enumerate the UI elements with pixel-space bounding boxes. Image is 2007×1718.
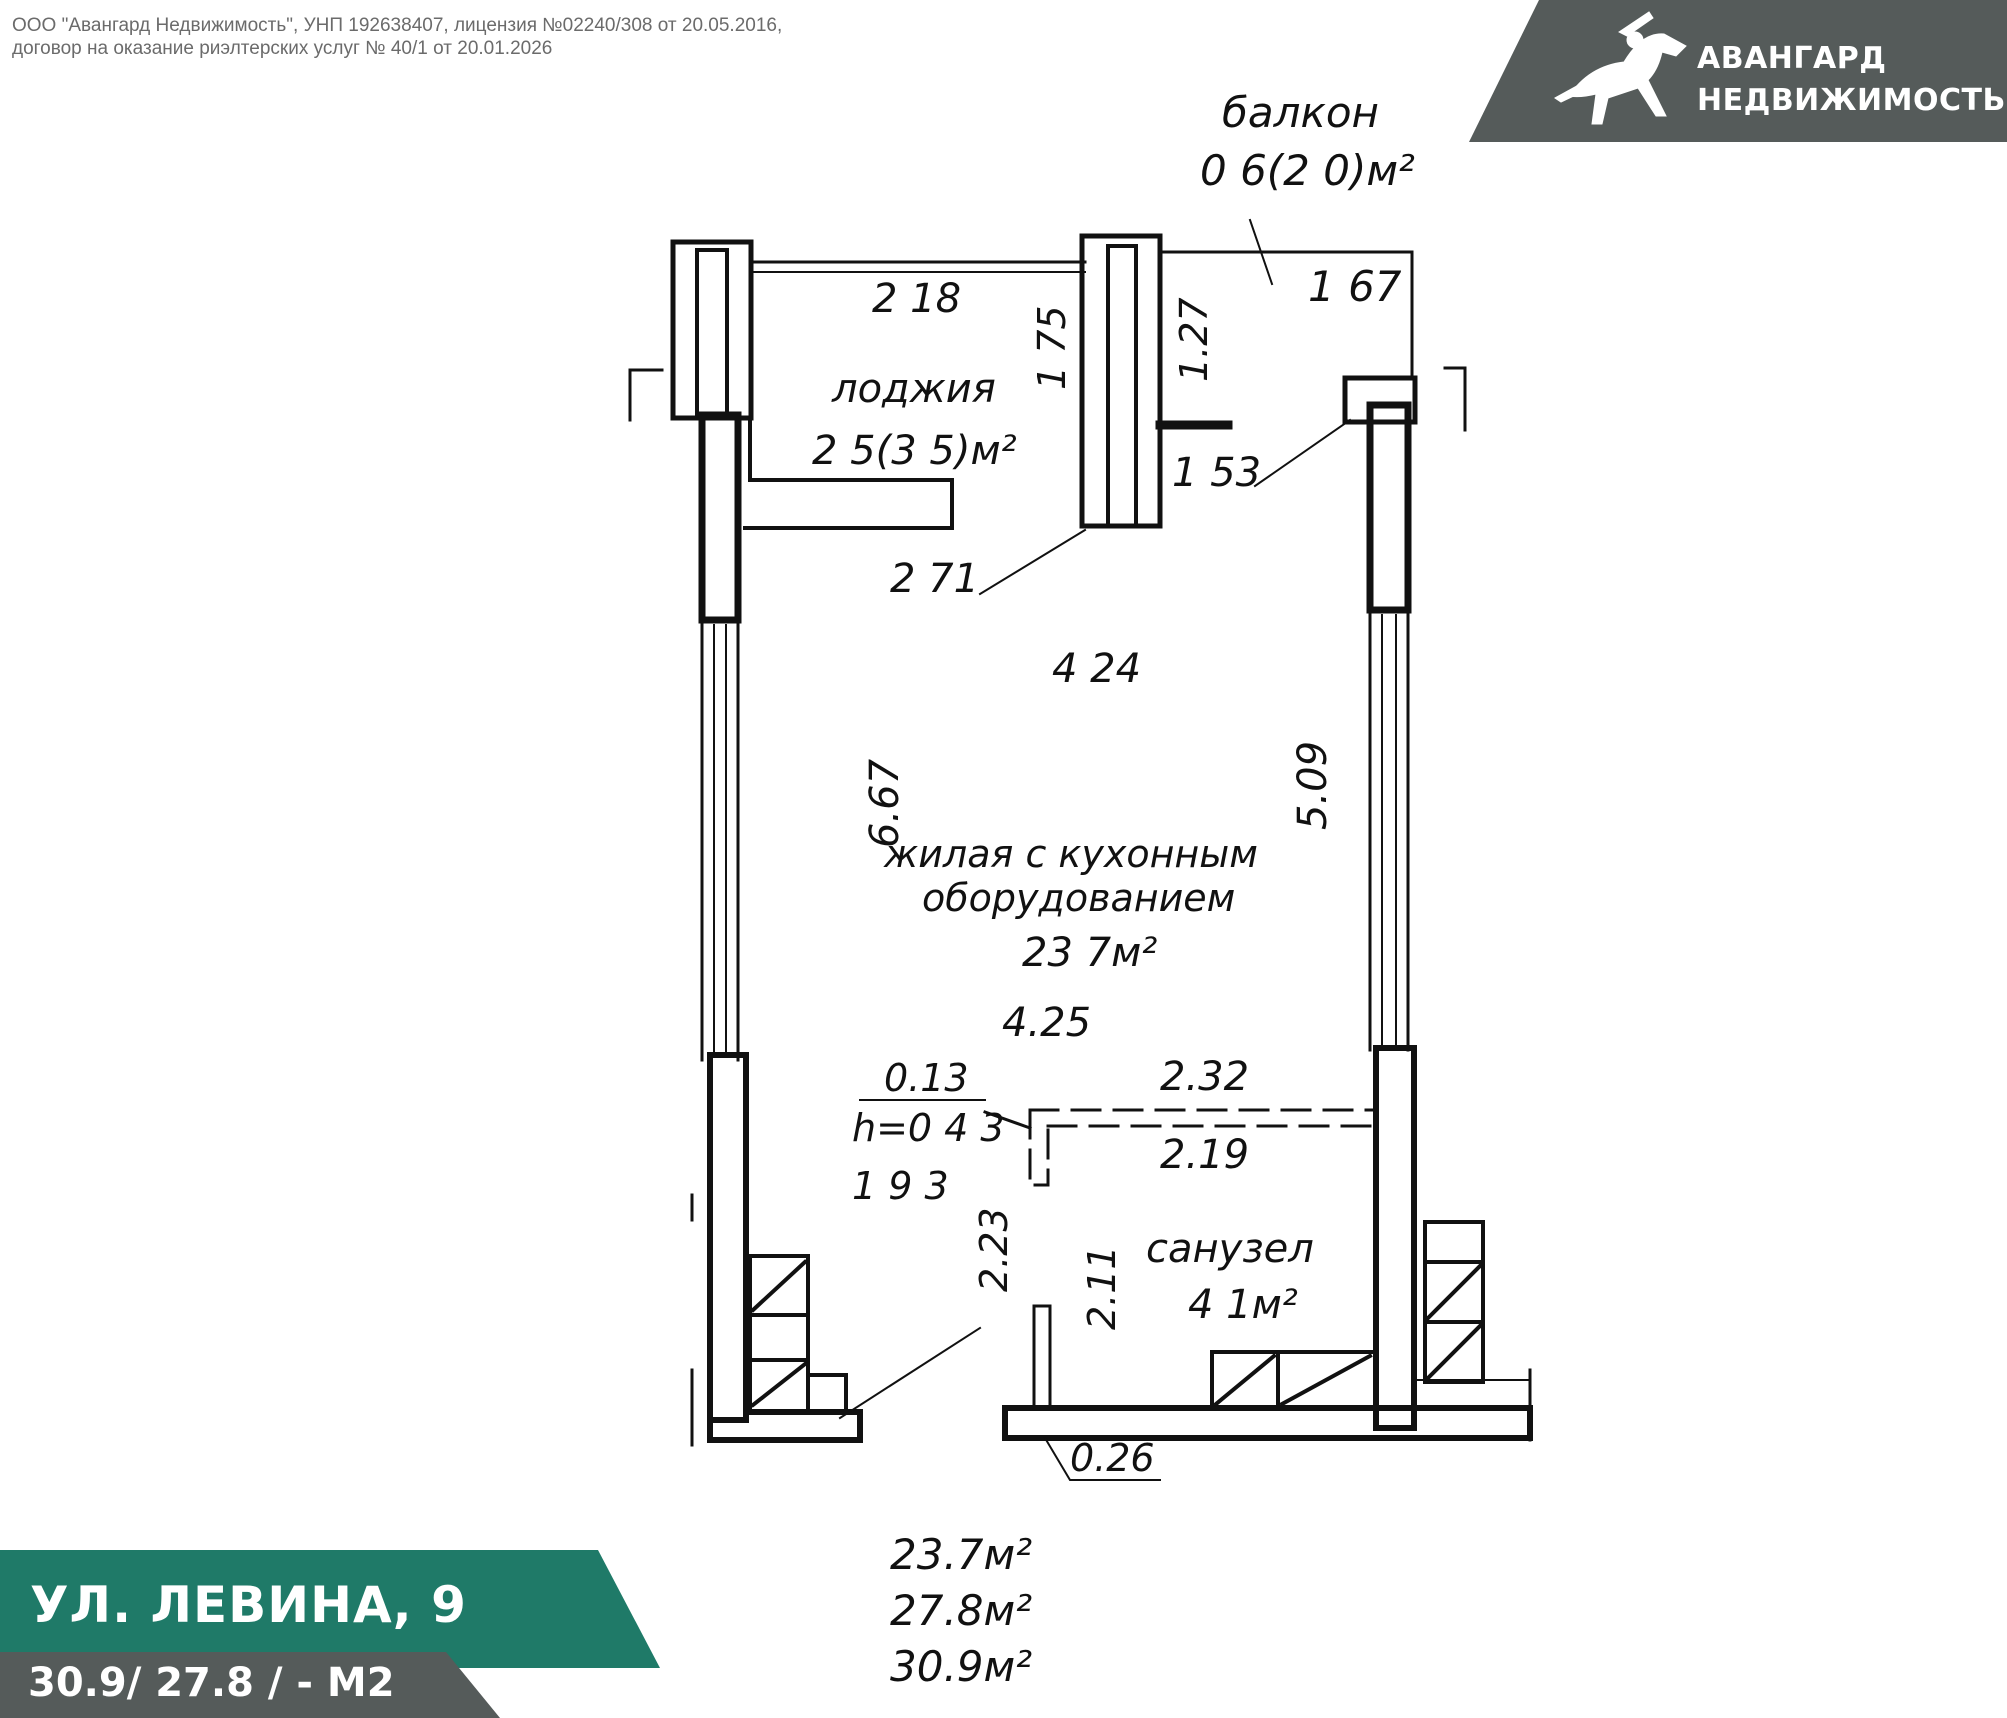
balcony-area: 0 6(2 0)м² bbox=[1200, 146, 1415, 195]
loggia-label: лоджия bbox=[832, 366, 996, 412]
main-room-label-2: оборудованием bbox=[922, 876, 1236, 920]
dim-193: 1 9 3 bbox=[852, 1164, 949, 1208]
leader-026 bbox=[1043, 1436, 1161, 1481]
column-right bbox=[1423, 1220, 1485, 1384]
wall-middle bbox=[1079, 233, 1233, 529]
dim-corridor: 2.23 bbox=[972, 1207, 1016, 1292]
dim-bath-inner: 2.19 bbox=[1160, 1132, 1250, 1178]
dim-013: 0.13 bbox=[884, 1056, 969, 1100]
bath-label: санузел bbox=[1146, 1226, 1314, 1272]
area-summary: 30.9/ 27.8 / - М2 bbox=[28, 1660, 395, 1706]
dim-room-right-length: 5.09 bbox=[1290, 740, 1336, 830]
brand-block: АВАНГАРД НЕДВИЖИМОСТЬ bbox=[1469, 0, 2007, 142]
legal-line-2: договор на оказание риэлтерских услуг № … bbox=[12, 38, 553, 59]
dim-balcony-width: 1 67 bbox=[1308, 262, 1402, 311]
main-room-label-1: жилая с кухонным bbox=[884, 832, 1258, 876]
leader-223 bbox=[838, 1326, 982, 1420]
dim-loggia-depth: 1 75 bbox=[1030, 305, 1074, 390]
wall-left bbox=[698, 411, 863, 1443]
knight-on-horse-icon bbox=[1554, 11, 1687, 125]
balcony-label: балкон bbox=[1222, 88, 1380, 137]
wall-left-upper bbox=[670, 239, 754, 421]
brand-line-2: НЕДВИЖИМОСТЬ bbox=[1697, 83, 2006, 118]
total-general-area: 27.8м² bbox=[890, 1586, 1033, 1635]
dim-bath-top: 2.32 bbox=[1160, 1054, 1250, 1100]
balcony-outline bbox=[1158, 218, 1414, 380]
column-left bbox=[748, 1254, 848, 1414]
dim-271: 2 71 bbox=[890, 556, 980, 602]
dim-h043: h=0 4 3 bbox=[852, 1106, 1005, 1150]
brand-name: АВАНГАРД НЕДВИЖИМОСТЬ bbox=[1697, 38, 2006, 122]
leader-153 bbox=[1253, 418, 1352, 488]
dim-bath-depth: 2.11 bbox=[1080, 1245, 1124, 1330]
legal-line-1: ООО "Авангард Недвижимость", УНП 1926384… bbox=[12, 15, 783, 36]
wall-right bbox=[1342, 375, 1418, 1431]
legal-info: ООО "Авангард Недвижимость", УНП 1926384… bbox=[12, 14, 782, 60]
address-text: УЛ. ЛЕВИНА, 9 bbox=[30, 1576, 467, 1634]
total-area-with-balconies: 30.9м² bbox=[890, 1642, 1033, 1691]
loggia-area: 2 5(3 5)м² bbox=[812, 428, 1017, 474]
dim-balcony-depth: 1.27 bbox=[1172, 297, 1216, 382]
dim-room-width-bottom: 4.25 bbox=[1002, 1000, 1092, 1046]
address-banner bbox=[0, 1550, 660, 1718]
brand-line-1: АВАНГАРД bbox=[1697, 41, 1887, 76]
dim-026: 0.26 bbox=[1070, 1436, 1155, 1480]
exterior-fragments bbox=[628, 366, 1532, 1447]
wall-bottom bbox=[1002, 1405, 1533, 1441]
bath-area: 4 1м² bbox=[1188, 1282, 1298, 1328]
bath-partition bbox=[983, 1108, 1374, 1410]
total-living-area: 23.7м² bbox=[890, 1530, 1033, 1579]
dim-loggia-width: 2 18 bbox=[872, 276, 962, 322]
leader-271 bbox=[978, 528, 1087, 596]
bath-fixtures bbox=[1210, 1350, 1378, 1410]
dim-room-width-top: 4 24 bbox=[1052, 646, 1142, 692]
loggia-partition bbox=[743, 416, 954, 530]
main-room-area: 23 7м² bbox=[1022, 930, 1158, 976]
dim-153: 1 53 bbox=[1172, 450, 1262, 496]
